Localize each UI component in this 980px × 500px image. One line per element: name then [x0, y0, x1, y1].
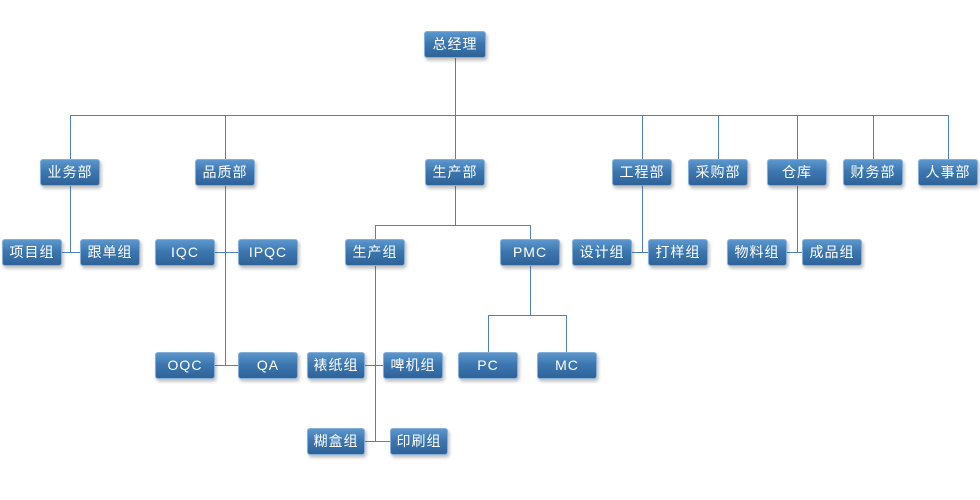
connector-quality-children-vert — [225, 186, 226, 365]
connector-dept-bus — [70, 115, 949, 116]
connector-pmc-drop — [530, 225, 531, 239]
node-quality-dept: 品质部 — [195, 159, 255, 186]
connector-production-team-children-vert — [375, 266, 376, 441]
node-mc: MC — [537, 352, 597, 379]
node-purchasing-dept: 采购部 — [688, 159, 748, 186]
node-project-team: 项目组 — [2, 239, 62, 266]
connector-drop-production — [455, 115, 456, 159]
connector-drop-business — [70, 115, 71, 159]
connector-drop-engineering — [642, 115, 643, 159]
connector-paper-die-horiz — [365, 365, 383, 366]
connector-pc-drop — [488, 315, 489, 352]
connector-mc-drop — [566, 315, 567, 352]
connector-material-finished-horiz — [787, 252, 802, 253]
node-engineering-dept: 工程部 — [612, 159, 672, 186]
node-design-team: 设计组 — [572, 239, 632, 266]
node-general-manager: 总经理 — [424, 31, 486, 58]
connector-iqc-ipqc-horiz — [215, 252, 238, 253]
node-finance-dept: 财务部 — [843, 159, 903, 186]
connector-drop-purchasing — [718, 115, 719, 159]
node-printing-team: 印刷组 — [390, 428, 448, 455]
connector-design-sampling-horiz — [632, 252, 648, 253]
connector-glue-print-horiz — [365, 441, 390, 442]
node-order-tracking-team: 跟单组 — [80, 239, 140, 266]
connector-pmc-children-horiz — [488, 315, 567, 316]
connector-gm-drop — [455, 58, 456, 115]
node-finished-goods-team: 成品组 — [802, 239, 862, 266]
node-iqc: IQC — [155, 239, 215, 266]
connector-drop-quality — [225, 115, 226, 159]
connector-engineering-children-vert — [642, 186, 643, 252]
connector-project-order-horiz — [62, 252, 80, 253]
node-production-dept: 生产部 — [425, 159, 485, 186]
connector-oqc-qa-horiz — [215, 365, 238, 366]
node-pc: PC — [458, 352, 518, 379]
node-pmc: PMC — [500, 239, 560, 266]
connector-drop-finance — [873, 115, 874, 159]
node-ipqc: IPQC — [238, 239, 298, 266]
connector-production-team-drop — [375, 225, 376, 239]
connector-production-children-horiz — [375, 225, 531, 226]
node-box-gluing-team: 糊盒组 — [307, 428, 365, 455]
node-warehouse: 仓库 — [767, 159, 827, 186]
connector-business-children-vert — [70, 186, 71, 252]
connector-production-vert — [455, 186, 456, 225]
node-paper-mounting-team: 裱纸组 — [307, 352, 365, 379]
connector-pmc-children-vert — [530, 266, 531, 315]
connector-drop-warehouse — [797, 115, 798, 159]
node-business-dept: 业务部 — [40, 159, 100, 186]
node-qa: QA — [238, 352, 298, 379]
node-oqc: OQC — [155, 352, 215, 379]
node-sampling-team: 打样组 — [648, 239, 708, 266]
node-die-cutting-team: 啤机组 — [383, 352, 443, 379]
node-hr-dept: 人事部 — [918, 159, 978, 186]
node-material-team: 物料组 — [727, 239, 787, 266]
connector-drop-hr — [948, 115, 949, 159]
node-production-team: 生产组 — [345, 239, 405, 266]
connector-warehouse-children-vert — [797, 186, 798, 252]
